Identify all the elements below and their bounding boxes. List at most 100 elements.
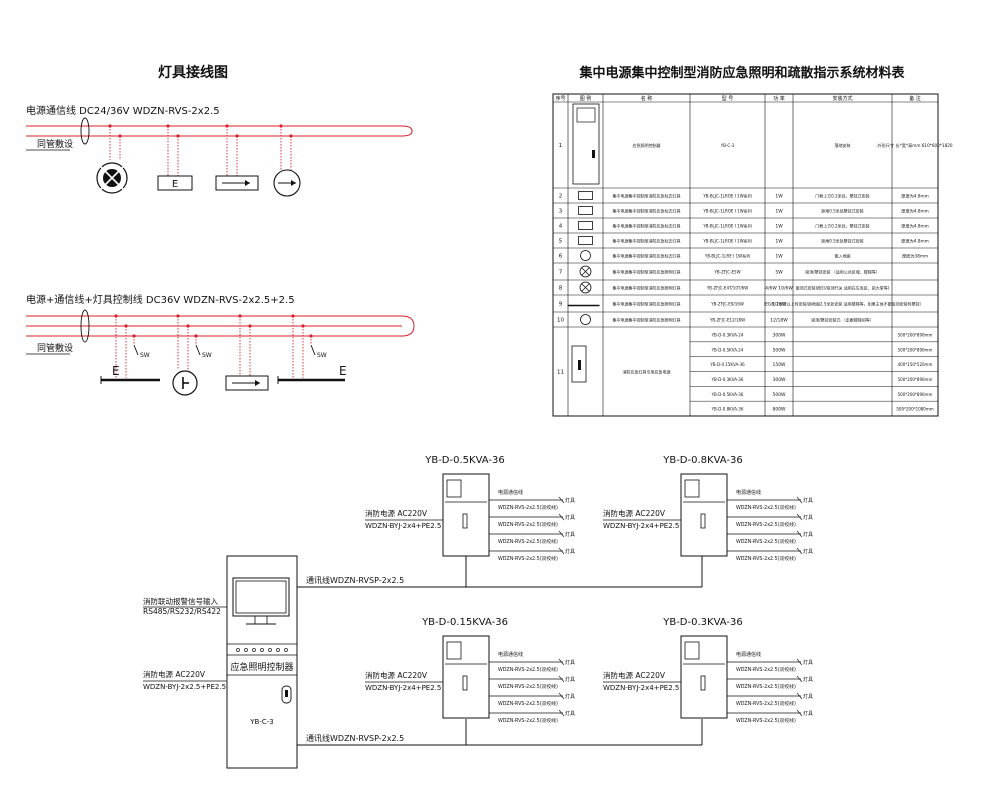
- table-sub-model: YB-D-0.3KVA-24: [711, 332, 744, 337]
- table-row-install: 吸顶/壁挂安装 （适用公共区域、楼梯等）: [805, 269, 880, 275]
- table-row-name: 集中电源集中控制型消防应急标志灯具: [613, 253, 681, 259]
- alarm-protocol-label: RS485/RS232/RS422: [143, 607, 221, 616]
- psu-power-cable: WDZN-BYJ-2x4+PE2.5: [603, 522, 679, 530]
- psu-model-label: YB-D-0.3KVA-36: [662, 617, 743, 628]
- table-row-model: YB-ZFJC-E9/16W: [710, 302, 744, 307]
- circle-legend-icon: [580, 250, 591, 261]
- psu-power-cable: WDZN-BYJ-2x4+PE2.5: [365, 684, 441, 692]
- table-header-cell: 安装方式: [832, 95, 852, 102]
- sign-legend-icon: [578, 221, 593, 230]
- table-row-model: YB-ZFJC-E4T/10T/6W: [706, 286, 748, 291]
- psu-output-lamp: 灯具: [803, 531, 813, 538]
- psu-output-cable: WDZN-RVS-2x2.5(双绞线): [736, 666, 796, 673]
- direction-sign-icon-2: [225, 375, 269, 391]
- switch-label-2: SW: [202, 352, 212, 359]
- wiring2-label: 电源+通信线+灯具控制线 DC36V WDZN-RVS-2x2.5+2.5: [26, 293, 295, 306]
- exit-sign-icon: E: [157, 175, 193, 191]
- table-row-no: 6: [559, 254, 563, 260]
- table-sub-note: 500*200*890mm: [898, 347, 933, 352]
- psu-output-cable: WDZN-RVS-2x2.5(双绞线): [736, 504, 796, 511]
- table-row-no: 7: [559, 270, 563, 276]
- psu-power-label: 消防电源 AC220V: [603, 508, 666, 518]
- table-sub-note: 500*200*890mm: [898, 377, 933, 382]
- table-header-cell: 功 率: [773, 95, 785, 102]
- svg-text:E: E: [172, 179, 178, 190]
- psu-output-lamp: 灯具: [565, 676, 575, 683]
- table-row-model: YB-BLJC-1LROE I 1W系列: [702, 208, 751, 214]
- table-row-install: 门框上方0.2米处，壁挂式安装: [815, 223, 869, 229]
- table-row-name: 集中电源集中控制型消防应急照明灯具: [613, 269, 681, 275]
- table-row-name: 集中电源集中控制型消防应急照明灯具: [613, 285, 681, 291]
- psu-output-cable: WDZN-RVS-2x2.5(双绞线): [498, 666, 558, 673]
- table-row-note: 厚度为4.8mm: [901, 238, 928, 245]
- table-sub-note: 500*200*890mm: [898, 332, 933, 337]
- psu-output-lamp: 灯具: [565, 514, 575, 521]
- table-sub-note: 500*200*1080mm: [896, 407, 933, 412]
- table-row-name: 集中电源集中控制型消防应急标志灯具: [613, 238, 681, 244]
- psu-power-label: 消防电源 AC220V: [365, 670, 428, 680]
- psu-output-cable: WDZN-RVS-2x2.5(双绞线): [498, 521, 558, 528]
- floor-exit-sign-icon: E: [100, 364, 160, 384]
- psu-model-label: YB-D-0.15KVA-36: [421, 617, 508, 628]
- system-diagram: 应急照明控制器 YB-C-3 消防联动报警信号输入 RS485/RS232/RS…: [143, 455, 813, 769]
- sign-legend-icon: [578, 191, 593, 200]
- psu-output-lamp: 灯具: [803, 693, 813, 700]
- psu-output-lamp: 灯具: [803, 548, 813, 555]
- table-row-note: 厚度为38mm: [902, 253, 928, 260]
- table-row-no: 4: [559, 224, 563, 230]
- psu-output-cable: WDZN-RVS-2x2.5(双绞线): [736, 700, 796, 707]
- table-header-cell: 序号: [555, 95, 565, 102]
- psu-output-lamp: 灯具: [565, 531, 575, 538]
- psu-output-cable: WDZN-RVS-2x2.5(双绞线): [498, 683, 558, 690]
- psu-output-cable: WDZN-RVS-2x2.5(双绞线): [736, 538, 796, 545]
- sign-legend-icon: [578, 206, 593, 215]
- table-row-note: 厚度为4.8mm: [901, 208, 928, 215]
- table-sub-model: YB-D-0.5KVA-36: [711, 392, 744, 397]
- table-row-name: 消防应急灯具专用应急电源: [623, 369, 671, 375]
- table-row-name: 集中电源集中控制型消防应急照明灯具: [613, 301, 681, 307]
- table-row-power: 5W: [775, 270, 783, 276]
- psu-output-lamp: 灯具: [565, 710, 575, 717]
- table-row-power: 12/18W: [770, 318, 788, 324]
- table-row-install: 落地安装: [835, 142, 851, 148]
- table-row-note: 外形尺寸 长*宽*高mm 610*600*1820: [877, 142, 952, 149]
- table-row-name: 集中电源集中控制型消防应急标志灯具: [613, 208, 681, 214]
- table-row-model: YB-BLJC-1LRE I 1W系列: [704, 253, 750, 259]
- psu-output-cable: WDZN-RVS-2x2.5(双绞线): [736, 555, 796, 562]
- alarm-input-label: 消防联动报警信号输入: [143, 596, 218, 606]
- table-row-model: YB-ZFJC-E12/18W: [709, 318, 745, 323]
- wiring1-label: 电源通信线 DC24/36V WDZN-RVS-2x2.5: [26, 104, 220, 117]
- floor-exit-sign-icon-2: E: [277, 364, 347, 384]
- floor-sign-icon: [273, 169, 301, 197]
- psu-output-cable: WDZN-RVS-2x2.5(双绞线): [736, 717, 796, 724]
- switch-label-1: SW: [140, 352, 150, 359]
- psu-output-lamp: 灯具: [803, 710, 813, 717]
- table-row-no: 1: [559, 143, 563, 149]
- fire-button-lamp-icon: [172, 370, 198, 396]
- table-row-no: 5: [559, 239, 563, 245]
- psu-output-cable: WDZN-RVS-2x2.5(双绞线): [498, 504, 558, 511]
- table-row-power: 1W: [775, 254, 783, 260]
- table-sub-note: 500*200*890mm: [898, 392, 933, 397]
- wiring-diagram-2: 电源+通信线+灯具控制线 DC36V WDZN-RVS-2x2.5+2.5 同管…: [26, 293, 415, 396]
- direction-sign-icon: [215, 175, 259, 191]
- table-row-model: YB-BLJC-1LROE I 1W系列: [702, 238, 751, 244]
- psu-output-cable: WDZN-RVS-2x2.5(双绞线): [498, 555, 558, 562]
- psu-output-header: 电源通信线: [498, 489, 523, 496]
- table-row-name: 集中电源集中控制型消防应急标志灯具: [613, 223, 681, 229]
- switch-label-3: SW: [317, 352, 327, 359]
- table-row-model: YB-C-3: [720, 143, 735, 148]
- psu-output-lamp: 灯具: [565, 659, 575, 666]
- table-header-cell: 名 称: [641, 95, 653, 102]
- table-row-note: 厚度为4.8mm: [901, 223, 928, 230]
- table-row-power: 1W: [775, 239, 783, 245]
- table-sub-model: YB-D-0.3KVA-36: [711, 377, 744, 382]
- table-row-install: （EG/1.2米及以上时安装/距地面2.5米处安装 适用楼梯等，如果主体不能吸顶…: [761, 301, 923, 307]
- psu-output-cable: WDZN-RVS-2x2.5(双绞线): [498, 538, 558, 545]
- table-row-power: 9/16W: [772, 302, 787, 308]
- psu-output-lamp: 灯具: [803, 514, 813, 521]
